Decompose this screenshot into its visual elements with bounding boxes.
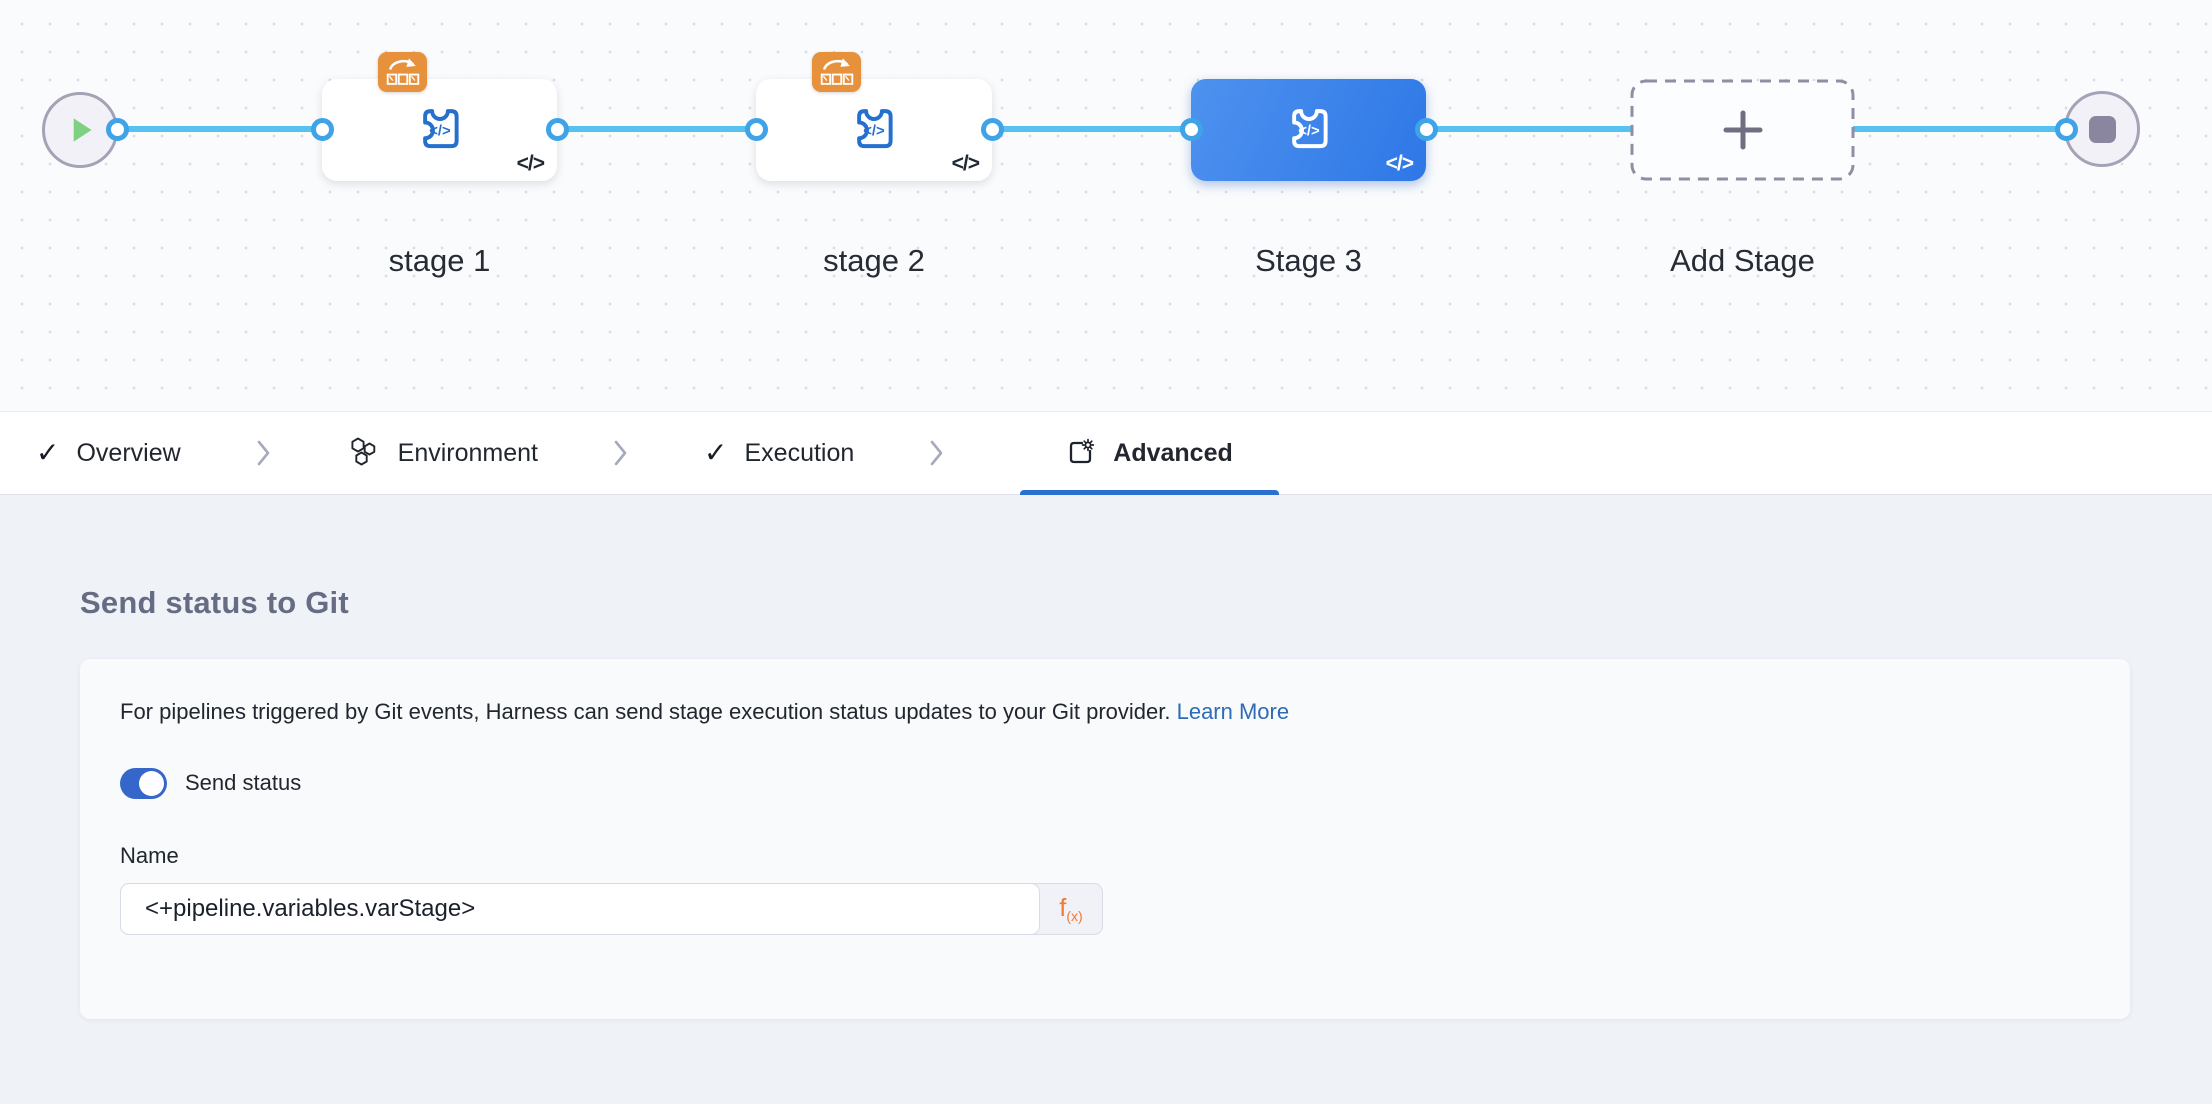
fx-f: f xyxy=(1059,894,1067,923)
connector-port[interactable] xyxy=(981,118,1004,141)
template-badge-icon xyxy=(378,52,427,92)
tab-execution[interactable]: ✓ Execution xyxy=(704,412,854,494)
yaml-code-glyph: </> xyxy=(951,152,980,175)
stage-label: stage 2 xyxy=(823,243,925,278)
tab-overview[interactable]: ✓ Overview xyxy=(36,412,181,494)
connector-port[interactable] xyxy=(745,118,768,141)
add-stage-card[interactable] xyxy=(1630,79,1855,181)
template-badge-icon xyxy=(812,52,861,92)
connector-port[interactable] xyxy=(546,118,569,141)
stage-card[interactable]: </> </> xyxy=(756,52,992,181)
send-status-toggle-row: Send status xyxy=(120,767,2090,799)
connector-port[interactable] xyxy=(1180,118,1203,141)
connector-port[interactable] xyxy=(106,118,129,141)
tab-label: Execution xyxy=(744,438,855,467)
chevron-right-icon xyxy=(614,439,628,467)
play-icon xyxy=(73,118,92,142)
stage-node-3-selected[interactable]: </> </> Stage 3 xyxy=(1191,79,1426,279)
page-settings-icon xyxy=(1070,438,1095,464)
send-status-card: For pipelines triggered by Git events, H… xyxy=(80,659,2130,1019)
pipeline-start-node xyxy=(42,92,118,168)
hexagons-icon xyxy=(351,437,375,466)
svg-text:</>: </> xyxy=(863,124,885,140)
stage-node-2[interactable]: </> </> stage 2 xyxy=(756,52,992,279)
advanced-tab-content: Send status to Git For pipelines trigger… xyxy=(0,495,2212,1104)
tab-label: Advanced xyxy=(1113,438,1233,467)
chevron-right-icon xyxy=(257,439,271,467)
tab-label: Overview xyxy=(76,438,181,467)
custom-stage-icon: </> xyxy=(422,109,459,149)
learn-more-link[interactable]: Learn More xyxy=(1176,699,1290,724)
fx-sub: (x) xyxy=(1066,907,1083,924)
tab-advanced[interactable]: Advanced xyxy=(1020,412,1280,495)
section-title: Send status to Git xyxy=(80,585,349,620)
add-stage-node[interactable]: Add Stage xyxy=(1630,79,1855,279)
tab-environment[interactable]: Environment xyxy=(347,412,538,494)
stage-label: stage 1 xyxy=(388,243,491,278)
name-label: Name xyxy=(120,842,179,868)
stop-icon xyxy=(2088,115,2116,143)
connector-line xyxy=(80,126,2070,132)
stage-label: Stage 3 xyxy=(1255,243,1362,278)
stage-config-tabbar: ✓ Overview Environment ✓ Execution xyxy=(0,412,2212,495)
check-icon: ✓ xyxy=(36,437,60,468)
send-status-toggle[interactable] xyxy=(120,767,167,799)
custom-stage-icon: </> xyxy=(857,109,893,149)
toggle-label: Send status xyxy=(185,770,302,796)
name-field: Name f(x) xyxy=(120,843,2090,935)
custom-stage-icon: </> xyxy=(1291,109,1328,149)
yaml-code-glyph: </> xyxy=(1385,152,1414,175)
pipeline-canvas[interactable]: </> </> stage 1 xyxy=(0,0,2212,412)
chevron-right-icon xyxy=(930,439,944,467)
connector-port[interactable] xyxy=(311,118,334,141)
svg-text:</>: </> xyxy=(429,124,451,140)
check-icon: ✓ xyxy=(704,437,728,468)
add-stage-label: Add Stage xyxy=(1670,243,1815,278)
expression-fx-button[interactable]: f(x) xyxy=(1040,884,1102,934)
description: For pipelines triggered by Git events, H… xyxy=(120,697,2090,728)
stage-node-1[interactable]: </> </> stage 1 xyxy=(322,52,557,279)
yaml-code-glyph: </> xyxy=(516,152,545,175)
connector-port[interactable] xyxy=(1415,118,1438,141)
plus-icon xyxy=(1723,110,1762,150)
svg-text:</>: </> xyxy=(1298,124,1320,140)
toggle-knob xyxy=(139,770,164,796)
connector-port[interactable] xyxy=(2055,118,2078,141)
stage-card[interactable]: </> </> xyxy=(322,52,557,181)
name-input-group: f(x) xyxy=(120,882,1103,935)
name-input[interactable] xyxy=(120,882,1040,935)
tab-label: Environment xyxy=(397,438,539,467)
description-text: For pipelines triggered by Git events, H… xyxy=(120,699,1171,724)
stage-card[interactable]: </> </> xyxy=(1191,79,1426,181)
